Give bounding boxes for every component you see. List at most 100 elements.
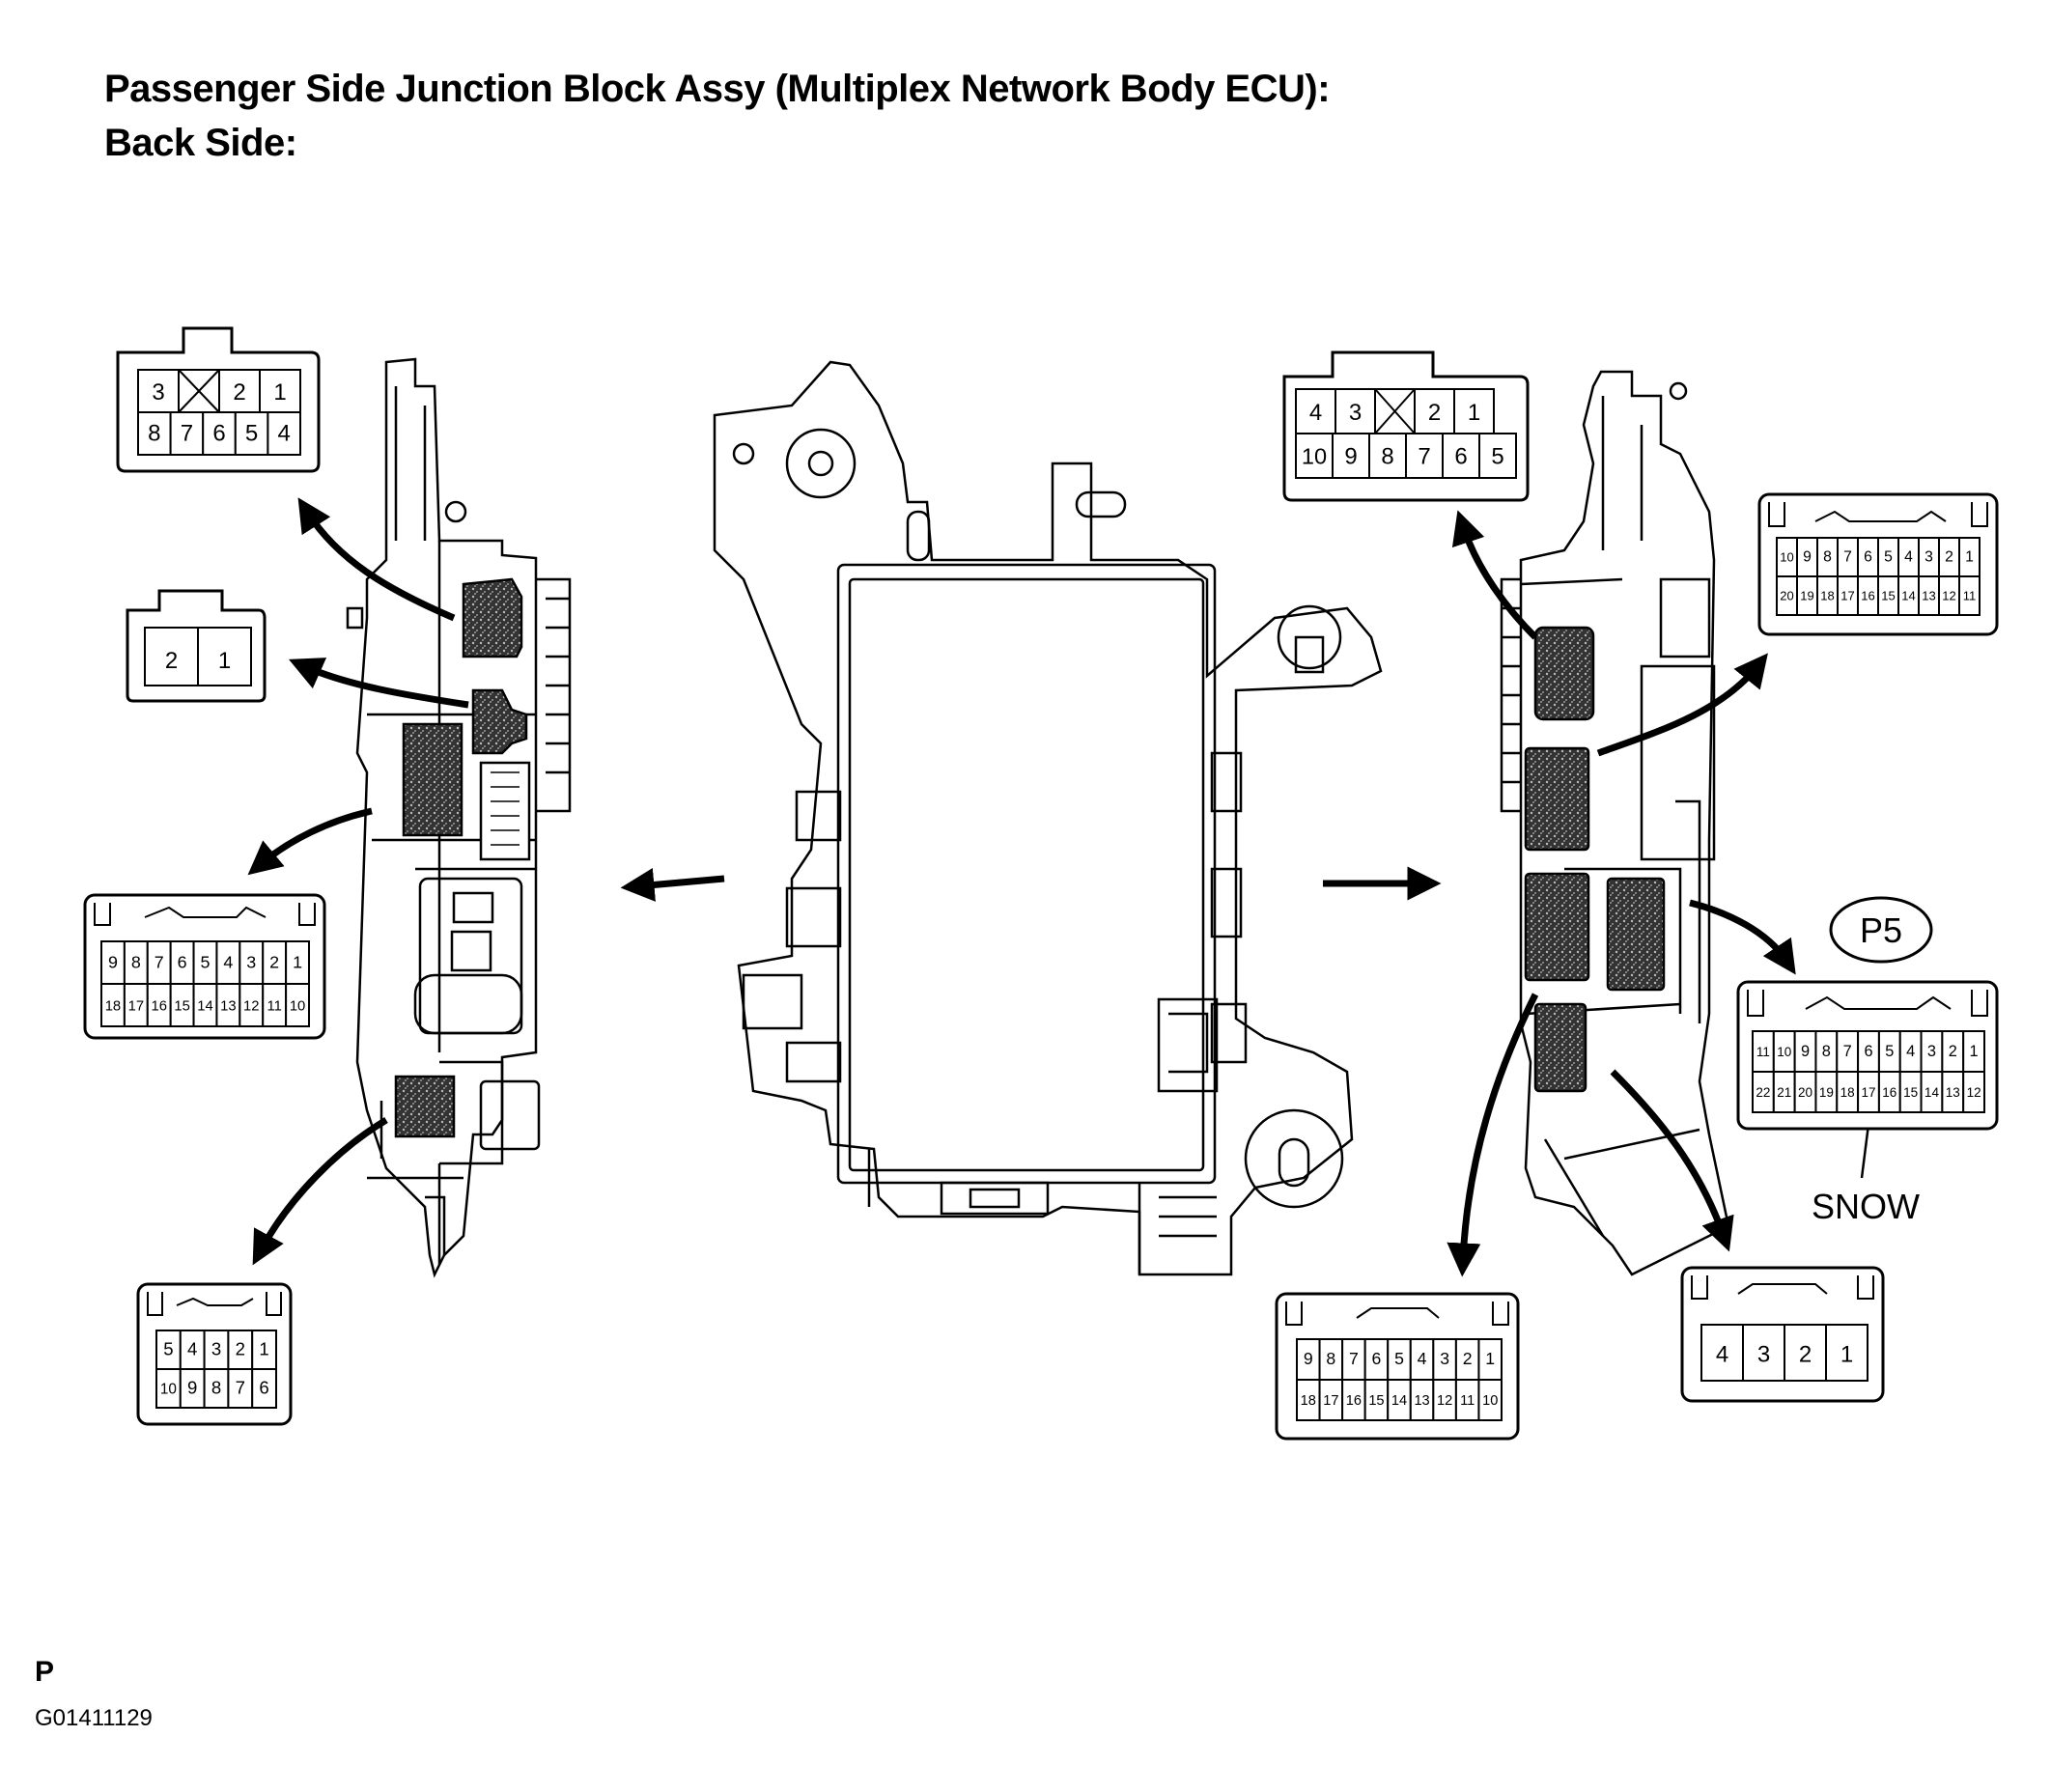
figure-id: G01411129 — [35, 1705, 153, 1731]
pin-number: 13 — [1922, 589, 1935, 603]
pin-number: 10 — [1482, 1393, 1498, 1409]
pin-number: 9 — [1801, 1043, 1810, 1060]
pin-cell — [1414, 388, 1455, 434]
pin-number: 4 — [1418, 1349, 1427, 1368]
pin-cell — [1332, 433, 1370, 479]
pin-number: 4 — [187, 1338, 197, 1358]
pin-number: 14 — [1391, 1393, 1407, 1409]
pin-cell — [1295, 433, 1334, 479]
pin-number: 7 — [1843, 549, 1852, 566]
pin-number: 5 — [163, 1338, 173, 1358]
pin-cell — [251, 1330, 278, 1370]
pin-number: 14 — [197, 998, 212, 1014]
pin-number: 18 — [105, 998, 121, 1014]
pin-cell — [1478, 433, 1517, 479]
pin-number: 7 — [155, 952, 164, 971]
pin-number: 5 — [1885, 1043, 1894, 1060]
pin-number: 20 — [1798, 1085, 1812, 1100]
pin-number: 3 — [1349, 400, 1362, 426]
pin-number: 3 — [211, 1338, 221, 1358]
pin-number: 2 — [269, 952, 279, 971]
pin-number: 2 — [1949, 1043, 1957, 1060]
empty-pin-cross — [178, 369, 220, 413]
pin-number: 18 — [1820, 589, 1834, 603]
pin-number: 18 — [1301, 1393, 1316, 1409]
pin-cell — [203, 1368, 230, 1409]
pin-number: 4 — [1716, 1341, 1728, 1367]
pin-number: 16 — [1346, 1393, 1362, 1409]
pin-number: 1 — [1468, 400, 1480, 426]
pin-number: 4 — [1906, 1043, 1915, 1060]
pin-number: 18 — [1840, 1085, 1855, 1100]
pin-number: 17 — [1840, 589, 1854, 603]
pin-number: 12 — [1942, 589, 1955, 603]
pin-number: 7 — [181, 420, 193, 446]
pin-number: 1 — [1485, 1349, 1495, 1368]
pin-number: 19 — [1800, 589, 1813, 603]
pin-number: 10 — [1777, 1045, 1791, 1059]
pin-cell — [227, 1368, 254, 1409]
pin-number: 10 — [160, 1381, 177, 1397]
pin-number: 1 — [273, 379, 286, 406]
pin-number: 2 — [1463, 1349, 1473, 1368]
pin-number: 8 — [148, 420, 160, 446]
pin-cell — [1453, 388, 1495, 434]
pin-cell — [144, 627, 199, 686]
pin-number: 5 — [1884, 549, 1893, 566]
pin-number: 11 — [1756, 1045, 1770, 1059]
pin-number: 19 — [1819, 1085, 1834, 1100]
pin-number: 11 — [1963, 589, 1977, 603]
pin-cell — [1405, 433, 1444, 479]
pin-number: 5 — [201, 952, 211, 971]
diagram-subtitle: Back Side: — [104, 122, 297, 164]
pin-cell — [1477, 1379, 1503, 1421]
pin-number: 5 — [245, 420, 258, 446]
pin-number: 8 — [1822, 1043, 1831, 1060]
pin-number: 4 — [278, 420, 291, 446]
pin-cell — [1700, 1324, 1744, 1382]
pin-cell — [234, 411, 269, 456]
pin-number: 16 — [151, 998, 166, 1014]
pin-number: 2 — [236, 1338, 245, 1358]
pin-cell — [267, 411, 301, 456]
pin-number: 4 — [1309, 400, 1322, 426]
pin-number: 17 — [1861, 1085, 1875, 1100]
right-block-connectors — [1524, 626, 1666, 1093]
pin-number: 3 — [152, 379, 164, 406]
pin-number: 4 — [1904, 549, 1913, 566]
arrows — [247, 497, 1875, 1277]
pin-number: 14 — [1925, 1085, 1940, 1100]
pin-number: 4 — [223, 952, 233, 971]
pin-number: 8 — [211, 1377, 221, 1397]
pin-number: 9 — [187, 1377, 197, 1397]
pin-number: 9 — [1803, 549, 1812, 566]
pin-cell — [1958, 575, 1981, 616]
pin-number: 1 — [1840, 1341, 1853, 1367]
pin-cell — [202, 411, 237, 456]
pin-number: 17 — [1323, 1393, 1338, 1409]
pin-number: 13 — [220, 998, 236, 1014]
pin-number: 22 — [1756, 1085, 1770, 1100]
left-block-connectors — [394, 577, 531, 1138]
pin-cell — [197, 627, 252, 686]
pin-number: 8 — [1823, 549, 1832, 566]
pin-cell — [285, 983, 311, 1027]
pin-number: 12 — [243, 998, 259, 1014]
pin-number: 8 — [131, 952, 141, 971]
pin-number: 21 — [1777, 1085, 1791, 1100]
pin-number: 6 — [1454, 443, 1467, 469]
pin-number: 17 — [128, 998, 144, 1014]
snow-callout: SNOW — [1812, 1187, 1920, 1226]
right-side-block — [1500, 370, 1730, 1276]
pin-number: 12 — [1437, 1393, 1452, 1409]
pin-number: 5 — [1491, 443, 1503, 469]
pin-number: 6 — [212, 420, 225, 446]
pin-number: 20 — [1780, 589, 1793, 603]
p5-label: P5 — [1829, 896, 1933, 964]
section-code: P — [35, 1656, 55, 1688]
pin-number: 6 — [178, 952, 187, 971]
